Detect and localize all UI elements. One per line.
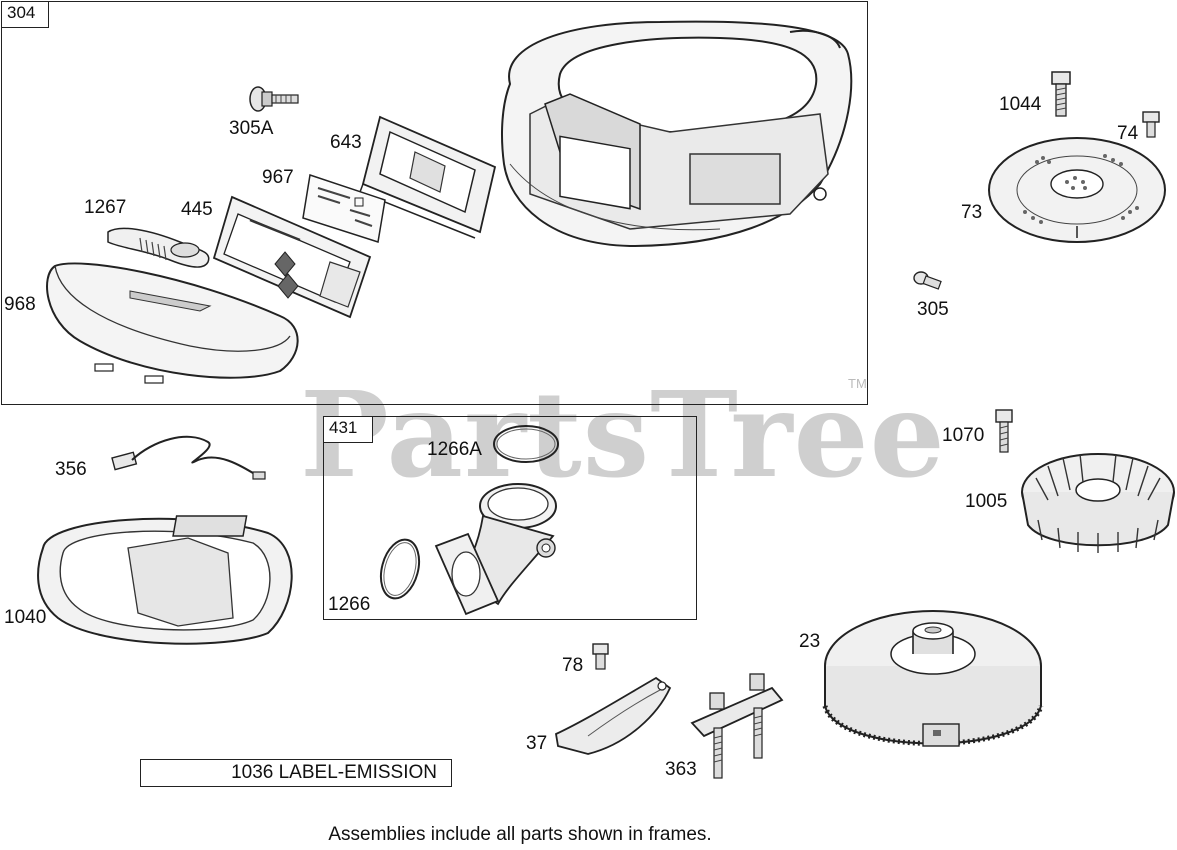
bracket-643-part: [359, 115, 497, 239]
callout-1005: 1005: [965, 491, 1008, 512]
fan-1005-part: [1021, 453, 1175, 553]
callout-1044: 1044: [999, 94, 1042, 115]
flywheel-23-part: [822, 610, 1044, 747]
callout-37: 37: [526, 733, 548, 754]
callout-1266: 1266: [328, 594, 371, 615]
callout-74: 74: [1117, 123, 1139, 144]
emission-label-box: 1036 LABEL-EMISSION: [140, 759, 452, 787]
intake-elbow-431-part: [434, 483, 557, 616]
air-guide-1040-part: [37, 515, 293, 645]
bolt-1044-part: [1051, 71, 1071, 117]
assembly-tag-304: 304: [1, 1, 49, 28]
assembly-frame-304: [1, 1, 868, 405]
screw-305-part: [913, 271, 942, 290]
gasket-1266A-part: [493, 425, 559, 463]
wire-356-part: [111, 435, 266, 480]
assembly-frame-431: [323, 416, 697, 620]
handle-1267-part: [107, 227, 210, 268]
watermark-text: PartsTree: [300, 365, 946, 504]
callout-78: 78: [562, 655, 584, 676]
callout-967: 967: [262, 167, 294, 188]
screw-1070-part: [995, 409, 1013, 453]
decal-967-part: [302, 174, 386, 243]
assemblies-footnote: Assemblies include all parts shown in fr…: [328, 824, 712, 845]
blower-housing-part: [501, 20, 853, 248]
callout-968: 968: [4, 294, 36, 315]
callout-1070: 1070: [942, 425, 985, 446]
watermark-trademark: TM: [848, 376, 867, 391]
air-vane-37-part: [555, 676, 672, 755]
screw-74-part: [1142, 111, 1160, 138]
callout-445: 445: [181, 199, 213, 220]
callout-305: 305: [917, 299, 949, 320]
callout-305A: 305A: [229, 118, 274, 139]
screw-305A-part: [249, 86, 299, 112]
callout-643: 643: [330, 132, 362, 153]
callout-1266A: 1266A: [427, 439, 482, 460]
callout-1267: 1267: [84, 197, 127, 218]
air-filter-445-part: [212, 195, 372, 319]
callout-73: 73: [961, 202, 983, 223]
gasket-1266-part: [379, 538, 421, 600]
bracket-363-part: [690, 673, 784, 779]
assembly-tag-431: 431: [323, 416, 373, 443]
callout-356: 356: [55, 459, 87, 480]
cover-968-part: [46, 262, 299, 384]
screw-78-part: [592, 643, 609, 670]
rotating-screen-73-part: [988, 137, 1166, 243]
callout-23: 23: [799, 631, 821, 652]
callout-1040: 1040: [4, 607, 47, 628]
callout-363: 363: [665, 759, 697, 780]
